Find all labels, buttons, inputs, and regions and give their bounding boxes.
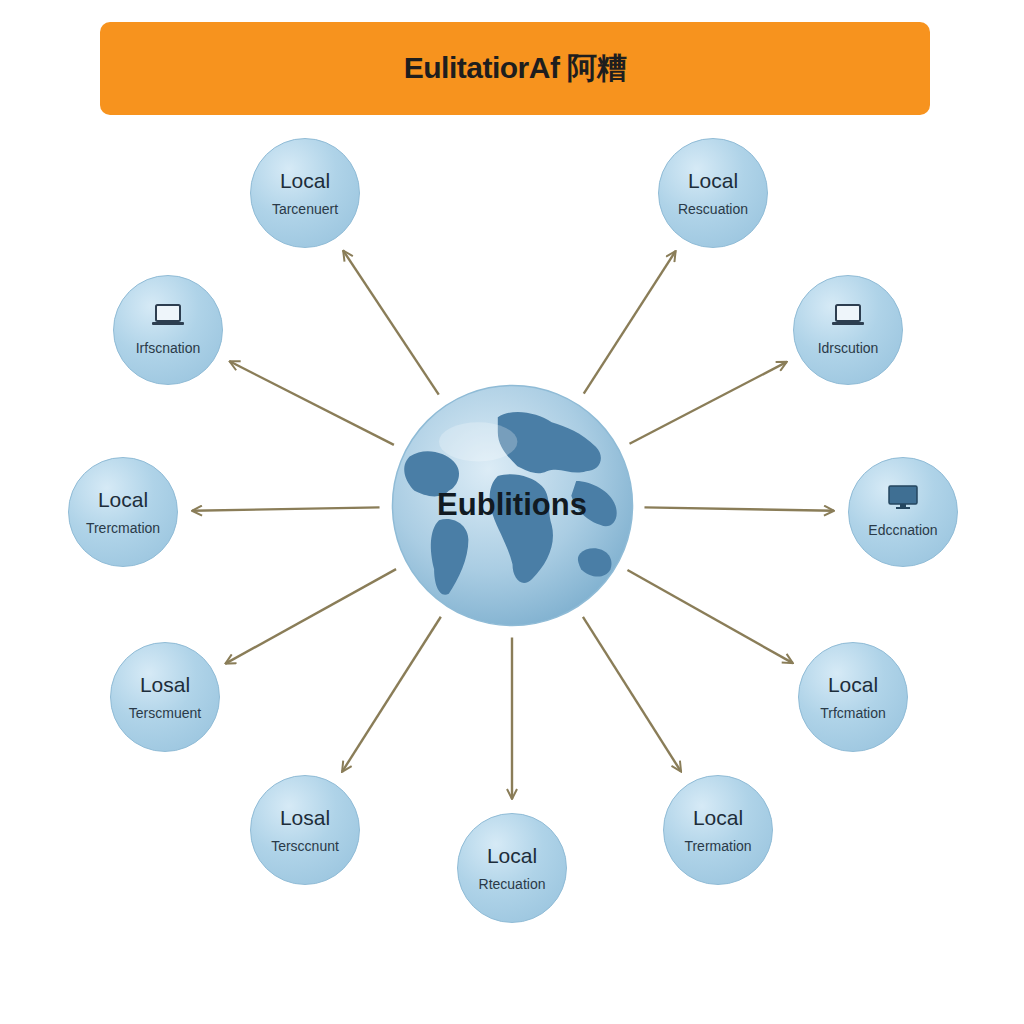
node-heading: Local: [828, 672, 878, 697]
circle-node: LosalTersccnunt: [250, 775, 360, 885]
node-text: Edccnation: [868, 521, 937, 539]
node-text: Tersccnunt: [271, 837, 339, 855]
node-text: Trercmation: [86, 519, 160, 537]
laptop-icon: [831, 303, 865, 329]
node-text: Tarcenuert: [272, 200, 338, 218]
arrow-connector: [229, 361, 393, 445]
arrow-connector: [511, 638, 513, 800]
globe-node: Eublitions: [390, 383, 635, 628]
title-text: EulitatiorAf 阿糟: [404, 48, 627, 89]
title-bar: EulitatiorAf 阿糟: [100, 22, 930, 115]
node-heading: Losal: [140, 672, 190, 697]
node-heading: Local: [487, 843, 537, 868]
arrow-connector: [644, 507, 834, 510]
node-text: Idrscution: [818, 339, 879, 357]
node-text: Trermation: [684, 837, 751, 855]
circle-node: LocalTrermation: [663, 775, 773, 885]
node-heading: Local: [280, 168, 330, 193]
arrow-connector: [343, 250, 439, 394]
node-text: Rtecuation: [479, 875, 546, 893]
circle-node: Irfscnation: [113, 275, 223, 385]
arrow-connector: [192, 507, 380, 510]
arrow-connector: [225, 569, 396, 663]
circle-node: Idrscution: [793, 275, 903, 385]
node-heading: Losal: [280, 805, 330, 830]
arrow-connector: [583, 617, 681, 772]
circle-node: LocalTrfcmation: [798, 642, 908, 752]
monitor-icon: [886, 485, 920, 511]
node-text: Rescuation: [678, 200, 748, 218]
arrow-connector: [630, 362, 787, 444]
circle-node: LocalRtecuation: [457, 813, 567, 923]
circle-node: LocalTrercmation: [68, 457, 178, 567]
arrow-connector: [342, 617, 441, 772]
arrow-connector: [584, 251, 676, 394]
node-text: Terscmuent: [129, 704, 201, 722]
laptop-icon: [151, 303, 185, 329]
node-text: Trfcmation: [820, 704, 886, 722]
node-text: Irfscnation: [136, 339, 201, 357]
arrow-connector: [627, 570, 792, 663]
circle-node: LosalTerscmuent: [110, 642, 220, 752]
circle-node: Edccnation: [848, 457, 958, 567]
node-heading: Local: [688, 168, 738, 193]
node-heading: Local: [693, 805, 743, 830]
circle-node: LocalRescuation: [658, 138, 768, 248]
circle-node: LocalTarcenuert: [250, 138, 360, 248]
node-heading: Local: [98, 487, 148, 512]
center-label: Eublitions: [437, 487, 587, 523]
